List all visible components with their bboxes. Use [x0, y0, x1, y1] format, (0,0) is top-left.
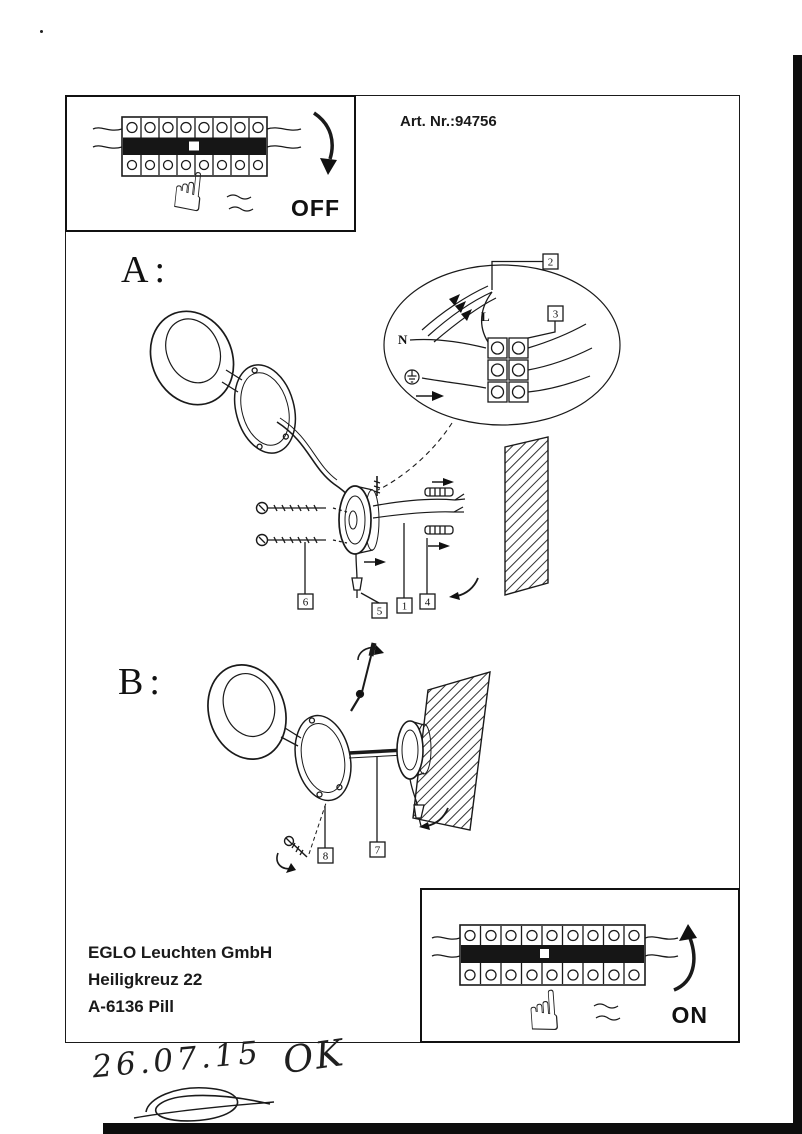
- cord-cone: [351, 577, 363, 591]
- switch-slider: [189, 141, 199, 151]
- rotate-down-arrow-icon: [312, 111, 334, 160]
- rotate-up-arrow-icon: [673, 937, 696, 992]
- on-instruction-panel: ☝ ON: [420, 888, 740, 1043]
- callout-box-6: [297, 593, 314, 610]
- address-line-3: A-6136 Pill: [88, 997, 174, 1016]
- callout-4-number: 4: [425, 597, 431, 609]
- callout-box-2: [542, 253, 559, 270]
- callout-6-number: 6: [303, 597, 309, 609]
- motion-lines: [593, 1003, 621, 1021]
- address-line-2: Heiligkreuz 22: [88, 970, 203, 989]
- lamp-cable: [276, 421, 355, 505]
- mounting-plate: [233, 364, 297, 454]
- diagram-b: 8 7: [207, 642, 491, 873]
- article-number: Art. Nr.:94756: [400, 113, 497, 130]
- callout-box-8: [317, 847, 334, 864]
- scan-edge-right: [793, 55, 802, 1134]
- arrowheads-a: [375, 294, 472, 600]
- callout-3-number: 3: [553, 309, 559, 321]
- callout-8-number: 8: [323, 851, 329, 863]
- page-border: [65, 95, 740, 1043]
- signature: [133, 1087, 275, 1122]
- swoosh-arrow-b: [426, 807, 449, 827]
- head-stem-b2: [284, 727, 302, 739]
- scan-speck: [40, 30, 43, 33]
- screwdriver: [361, 642, 377, 693]
- on-label: ON: [671, 1002, 708, 1028]
- cord: [355, 553, 358, 581]
- terminal-strip-on-illustration: ☝: [431, 924, 697, 1041]
- cord-cone-b: [413, 804, 425, 819]
- switch-band: [461, 945, 644, 963]
- rotate-up-arrowhead: [679, 924, 697, 941]
- neutral-label: N: [398, 332, 408, 347]
- callout-3-leader: [527, 321, 556, 339]
- pointing-hand-icon: ☝: [525, 979, 564, 1041]
- arrowheads-b: [286, 645, 430, 873]
- wiring-detail-ellipse: [383, 264, 621, 426]
- terminal-block: [487, 337, 529, 403]
- wall-canopy: [338, 485, 380, 555]
- terminal-strip: [121, 116, 268, 177]
- wall-section-b: [412, 671, 491, 831]
- cord-tip-b: [418, 817, 422, 827]
- supply-wires: [92, 127, 302, 149]
- wall-plug-top: [424, 487, 454, 497]
- detail-connector-dashed: [377, 422, 453, 491]
- section-b-label: B:: [118, 661, 166, 703]
- lamp-head-ring: [149, 310, 235, 406]
- swoosh-arrow-a: [456, 577, 479, 597]
- lamp-head-ring-b: [207, 664, 287, 760]
- callout-7-number: 7: [375, 845, 381, 857]
- mounting-plate-b: [294, 714, 352, 802]
- handwritten-ok-mark: OK: [280, 1030, 348, 1083]
- switch-slider: [540, 949, 549, 958]
- adjust-screw-top: [350, 689, 365, 712]
- rotate-down-arrowhead: [320, 158, 337, 175]
- wall-plug-bottom: [424, 525, 454, 535]
- callout-2-number: 2: [548, 257, 554, 269]
- callout-5-number: 5: [377, 606, 383, 618]
- pointing-hand-icon: ☝: [169, 159, 208, 225]
- section-a-label: A:: [121, 249, 171, 291]
- callout-box-5: [371, 602, 388, 619]
- diagram-a: N L 2 3 6 5 1 4: [149, 253, 621, 619]
- off-label: OFF: [291, 195, 340, 221]
- callout-1-number: 1: [402, 601, 408, 613]
- fixing-screw-bottom: [255, 533, 348, 547]
- fixing-screw-top: [255, 501, 348, 515]
- motion-lines: [226, 194, 254, 212]
- callout-box-1: [396, 597, 413, 614]
- earth-symbol-icon: [404, 369, 420, 385]
- supply-wires: [431, 936, 679, 958]
- mains-wires: [372, 493, 466, 519]
- address-line-1: EGLO Leuchten GmbH: [88, 943, 273, 962]
- callout-5-leader: [360, 592, 380, 604]
- lamp-side-wires: [527, 323, 593, 393]
- manufacturer-address: EGLO Leuchten GmbH Heiligkreuz 22 A-6136…: [88, 939, 272, 1020]
- mounting-bolt: [348, 748, 406, 755]
- adjust-screw-bottom: [283, 802, 327, 858]
- callout-2-leader: [491, 260, 543, 290]
- neutral-wire: [409, 338, 487, 349]
- wall-section-a: [504, 436, 549, 596]
- callout-box-3: [547, 305, 564, 322]
- terminal-strip: [459, 924, 646, 986]
- canopy-screw: [373, 476, 381, 496]
- callout-box-4: [419, 593, 436, 610]
- callout-box-7: [369, 841, 386, 858]
- lamp-cable-2: [279, 417, 338, 481]
- off-instruction-panel: ☝ OFF: [65, 95, 356, 232]
- earth-wire: [421, 377, 487, 389]
- line-wire: [481, 291, 493, 343]
- line-label: L: [481, 309, 490, 324]
- scan-edge-bottom: [103, 1123, 802, 1134]
- terminal-strip-off-illustration: ☝: [92, 111, 337, 225]
